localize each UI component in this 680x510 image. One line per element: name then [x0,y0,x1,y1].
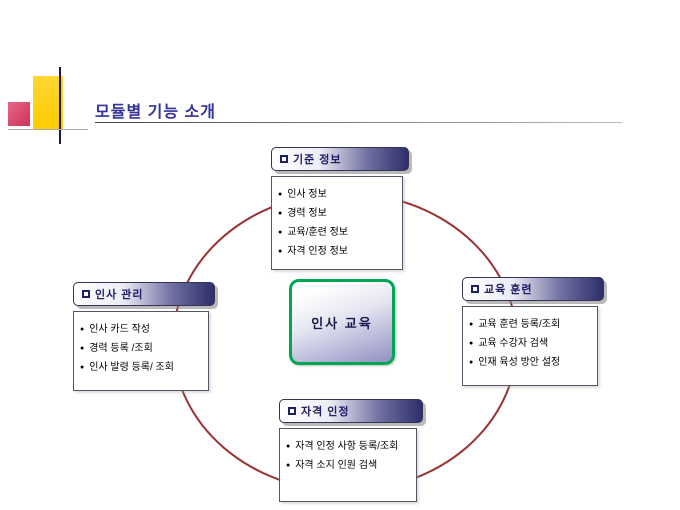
bullet-icon: ● [286,462,291,469]
feature-item: ● 경력 등록 /조회 [80,339,202,358]
module-title: 기준 정보 [293,154,342,166]
module-feature-list: ● 자격 인정 사항 등록/조회 ● 자격 소지 인원 검색 [279,428,417,502]
bullet-icon: ● [278,210,283,217]
feature-text: 자격 인정 사항 등록/조회 [295,441,399,452]
bullet-icon: ● [469,321,474,328]
feature-item: ● 인사 발령 등록/ 조회 [80,358,202,377]
feature-item: ● 자격 인정 사항 등록/조회 [286,437,410,456]
bullet-icon: ● [278,229,283,236]
square-icon [288,407,296,415]
decoration-horizontal-line [8,129,88,130]
bullet-icon: ● [286,443,291,450]
bullet-icon: ● [80,364,85,371]
feature-text: 자격 인정 정보 [287,246,348,257]
feature-text: 자격 소지 인원 검색 [295,460,378,471]
module-title: 교육 훈련 [484,284,533,296]
center-node: 인사 교육 [289,279,395,365]
feature-text: 인사 카드 작성 [89,324,150,335]
feature-text: 경력 정보 [287,208,327,219]
feature-item: ● 자격 인정 정보 [278,242,396,261]
module-feature-list: ● 인사 카드 작성 ● 경력 등록 /조회 ● 인사 발령 등록/ 조회 [73,311,209,391]
feature-text: 인사 정보 [287,189,327,200]
feature-text: 교육 수강자 검색 [478,338,549,349]
slide-title: 모듈별 기능 소개 [95,104,216,121]
feature-item: ● 교육 훈련 등록/조회 [469,315,591,334]
feature-item: ● 교육/훈련 정보 [278,223,396,242]
module-header-base-info: 기준 정보 [271,147,409,171]
bullet-icon: ● [80,326,85,333]
square-icon [82,290,90,298]
module-header-qualification: 자격 인정 [279,399,423,423]
decoration-yellow-square [33,76,63,130]
bullet-icon: ● [469,359,474,366]
feature-item: ● 인사 카드 작성 [80,320,202,339]
module-edu-training: 교육 훈련 ● 교육 훈련 등록/조회 ● 교육 수강자 검색 ● 인재 육성 방안 … [462,277,604,386]
title-underline [95,122,622,123]
decoration-red-square [8,102,30,126]
feature-item: ● 교육 수강자 검색 [469,334,591,353]
feature-text: 교육 훈련 등록/조회 [478,319,561,330]
module-feature-list: ● 교육 훈련 등록/조회 ● 교육 수강자 검색 ● 인재 육성 방안 설정 [462,306,598,386]
feature-text: 인재 육성 방안 설정 [478,357,561,368]
module-hr-management: 인사 관리 ● 인사 카드 작성 ● 경력 등록 /조회 ● 인사 발령 등록/ 조회 [73,282,215,391]
feature-item: ● 경력 정보 [278,204,396,223]
module-base-info: 기준 정보 ● 인사 정보 ● 경력 정보 ● 교육/훈련 정보 ● 자격 인정 정보 [271,147,409,270]
feature-item: ● 자격 소지 인원 검색 [286,456,410,475]
bullet-icon: ● [80,345,85,352]
bullet-icon: ● [278,191,283,198]
feature-text: 교육/훈련 정보 [287,227,348,238]
bullet-icon: ● [278,248,283,255]
module-title: 인사 관리 [95,289,144,301]
module-header-hr-management: 인사 관리 [73,282,215,306]
feature-item: ● 인재 육성 방안 설정 [469,353,591,372]
feature-text: 인사 발령 등록/ 조회 [89,362,174,373]
decoration-vertical-line [59,67,61,144]
module-title: 자격 인정 [301,406,350,418]
square-icon [471,285,479,293]
bullet-icon: ● [469,340,474,347]
square-icon [280,155,288,163]
module-feature-list: ● 인사 정보 ● 경력 정보 ● 교육/훈련 정보 ● 자격 인정 정보 [271,176,403,270]
feature-text: 경력 등록 /조회 [89,343,153,354]
feature-item: ● 인사 정보 [278,185,396,204]
center-node-label: 인사 교육 [311,315,373,331]
module-qualification: 자격 인정 ● 자격 인정 사항 등록/조회 ● 자격 소지 인원 검색 [279,399,423,502]
module-header-edu-training: 교육 훈련 [462,277,604,301]
